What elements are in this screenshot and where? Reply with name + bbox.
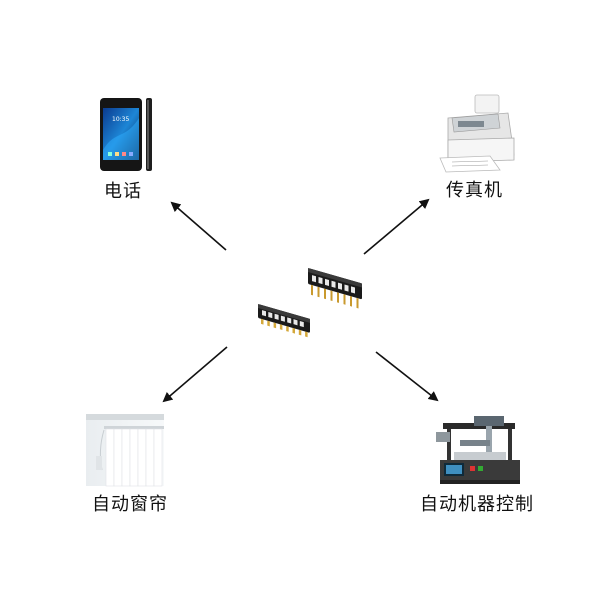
curtain-icon [86,414,164,487]
arrow-to-fax [363,198,430,255]
machine-control-label: 自动机器控制 [420,494,534,515]
svg-text:10:35: 10:35 [112,116,129,123]
curtain-label: 自动窗帘 [92,494,168,515]
arrow-to-machine [375,351,439,402]
robot-machine-icon [436,416,520,484]
arrows [162,198,439,403]
phone-icon: 10:35 [100,98,152,171]
fax-machine-icon [439,94,515,173]
dip-switch-icon [258,268,362,338]
phone-label: 电话 [104,181,142,202]
arrow-to-curtain [162,346,228,403]
fax-label: 传真机 [446,180,503,201]
arrow-to-phone [170,201,227,251]
